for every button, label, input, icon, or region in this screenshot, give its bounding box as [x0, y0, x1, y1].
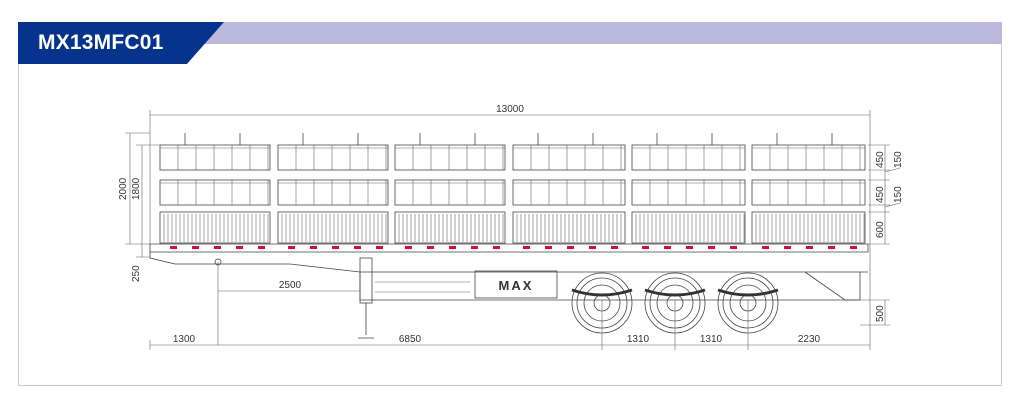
marker-light [170, 246, 177, 249]
marker-light [589, 246, 596, 249]
marker-light [567, 246, 574, 249]
header-band [18, 22, 1002, 44]
dim-lower-panel: 600 [875, 221, 886, 238]
rail-panel [512, 144, 626, 171]
gooseneck-frame [149, 252, 868, 273]
dim-axle-spacing-1: 1310 [627, 334, 650, 345]
marker-light [523, 246, 530, 249]
dim-middle-panel: 450 [875, 186, 886, 203]
marker-light [850, 246, 857, 249]
marker-light [493, 246, 500, 249]
rail-panel [631, 144, 746, 171]
marker-light [611, 246, 618, 249]
marker-light [545, 246, 552, 249]
marker-light [214, 246, 221, 249]
title-badge [18, 22, 224, 64]
rail-panel [277, 179, 389, 206]
rail-panel [277, 144, 389, 171]
leaf-spring [717, 288, 779, 297]
marker-light [708, 246, 715, 249]
dim-rear-bumper: 500 [875, 305, 886, 322]
lower-panel [159, 211, 271, 244]
model-title: MX13MFC01 [38, 31, 164, 54]
marker-light [427, 246, 434, 249]
rail-panel [394, 179, 506, 206]
axles [571, 272, 779, 334]
lower-panel [512, 211, 626, 244]
lower-panel [277, 211, 389, 244]
lower-panel [751, 211, 866, 244]
marker-light [471, 246, 478, 249]
dim-rear-overhang: 2230 [798, 334, 821, 345]
marker-light [354, 246, 361, 249]
dimension-lines: 13000 2000 1800 250 2500 1300 6850 1310 … [118, 104, 904, 350]
marker-light [449, 246, 456, 249]
lower-panel [394, 211, 506, 244]
rail-panel [159, 144, 271, 171]
marker-light [332, 246, 339, 249]
marker-light [828, 246, 835, 249]
dim-front-kingpin: 1300 [173, 334, 196, 345]
marker-light [784, 246, 791, 249]
dim-gap-upper: 150 [893, 151, 904, 168]
dim-kingpin-axle: 6850 [399, 334, 422, 345]
brand-plate-text: MAX [499, 278, 534, 293]
leaf-spring [644, 288, 706, 297]
rail-panel [751, 144, 866, 171]
marker-light [236, 246, 243, 249]
frame-rail [375, 281, 470, 293]
dim-gap-lower: 150 [893, 186, 904, 203]
landing-gear-leg [358, 303, 374, 339]
marker-light [664, 246, 671, 249]
marker-light [405, 246, 412, 249]
rail-panel [512, 179, 626, 206]
marker-light [730, 246, 737, 249]
marker-light [806, 246, 813, 249]
landing-gear [359, 257, 373, 304]
dim-deck-step: 250 [131, 265, 142, 282]
rail-panel [751, 179, 866, 206]
marker-light [288, 246, 295, 249]
dim-overall-height: 2000 [118, 177, 129, 200]
rail-panel [631, 179, 746, 206]
dim-upper-panel: 450 [875, 151, 886, 168]
marker-light [686, 246, 693, 249]
dim-kingpin-landing-gear: 2500 [279, 280, 302, 291]
rear-bumper [804, 271, 860, 301]
side-panels [159, 133, 866, 249]
rail-panel [159, 179, 271, 206]
brand-plate [474, 270, 558, 299]
leaf-spring [571, 288, 633, 297]
marker-light [376, 246, 383, 249]
marker-light [192, 246, 199, 249]
marker-light [642, 246, 649, 249]
dim-overall-length: 13000 [496, 104, 524, 115]
rail-panel [394, 144, 506, 171]
marker-light [310, 246, 317, 249]
dim-axle-spacing-2: 1310 [700, 334, 723, 345]
dim-side-height: 1800 [131, 177, 142, 200]
marker-light [258, 246, 265, 249]
lower-panel [631, 211, 746, 244]
marker-light [762, 246, 769, 249]
deck [149, 243, 869, 253]
